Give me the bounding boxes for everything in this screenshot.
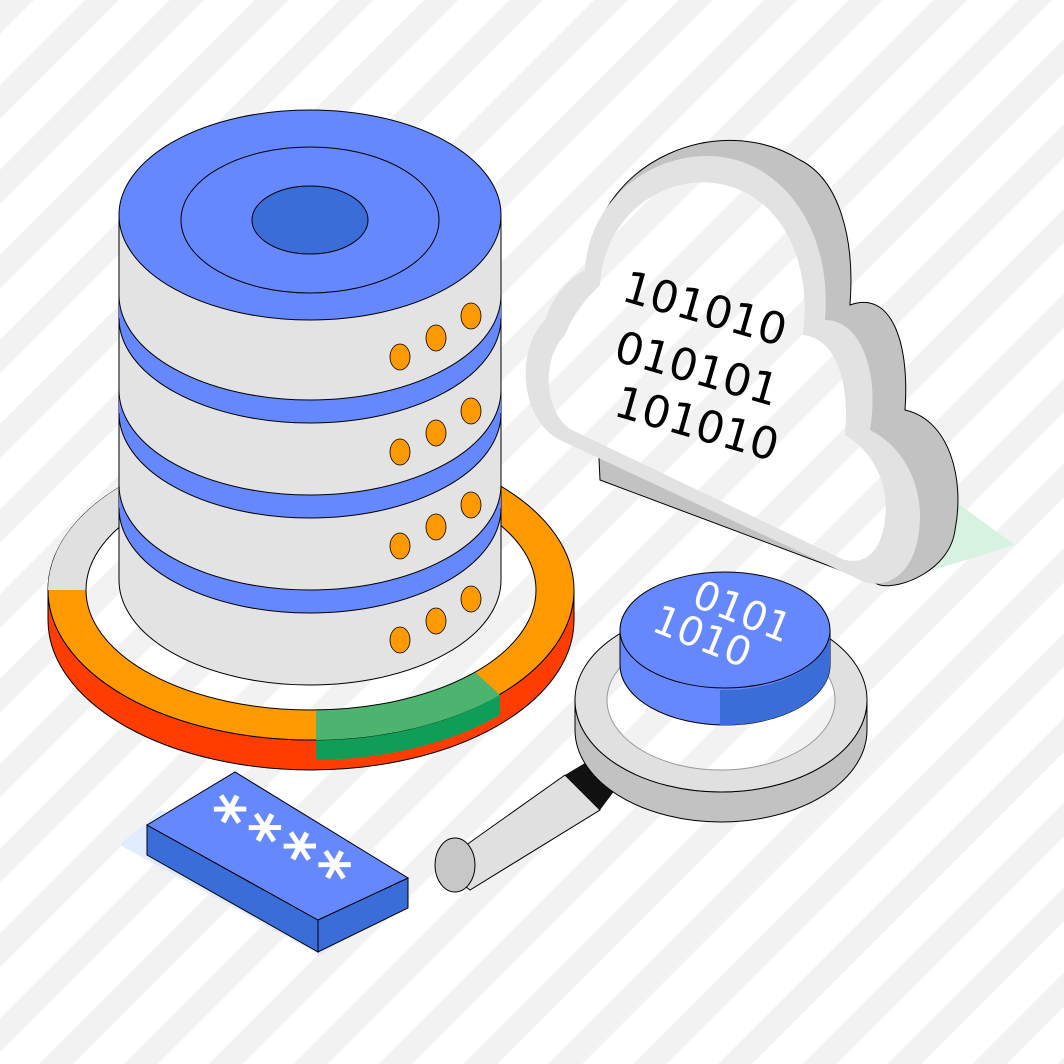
status-lights [389,302,482,654]
password-key-icon: **** [120,771,410,955]
database-server-icon [118,109,502,686]
magnifying-glass-icon: 0101 1010 [434,571,868,893]
cloud-icon: 101010 010101 101010 [525,139,1015,587]
